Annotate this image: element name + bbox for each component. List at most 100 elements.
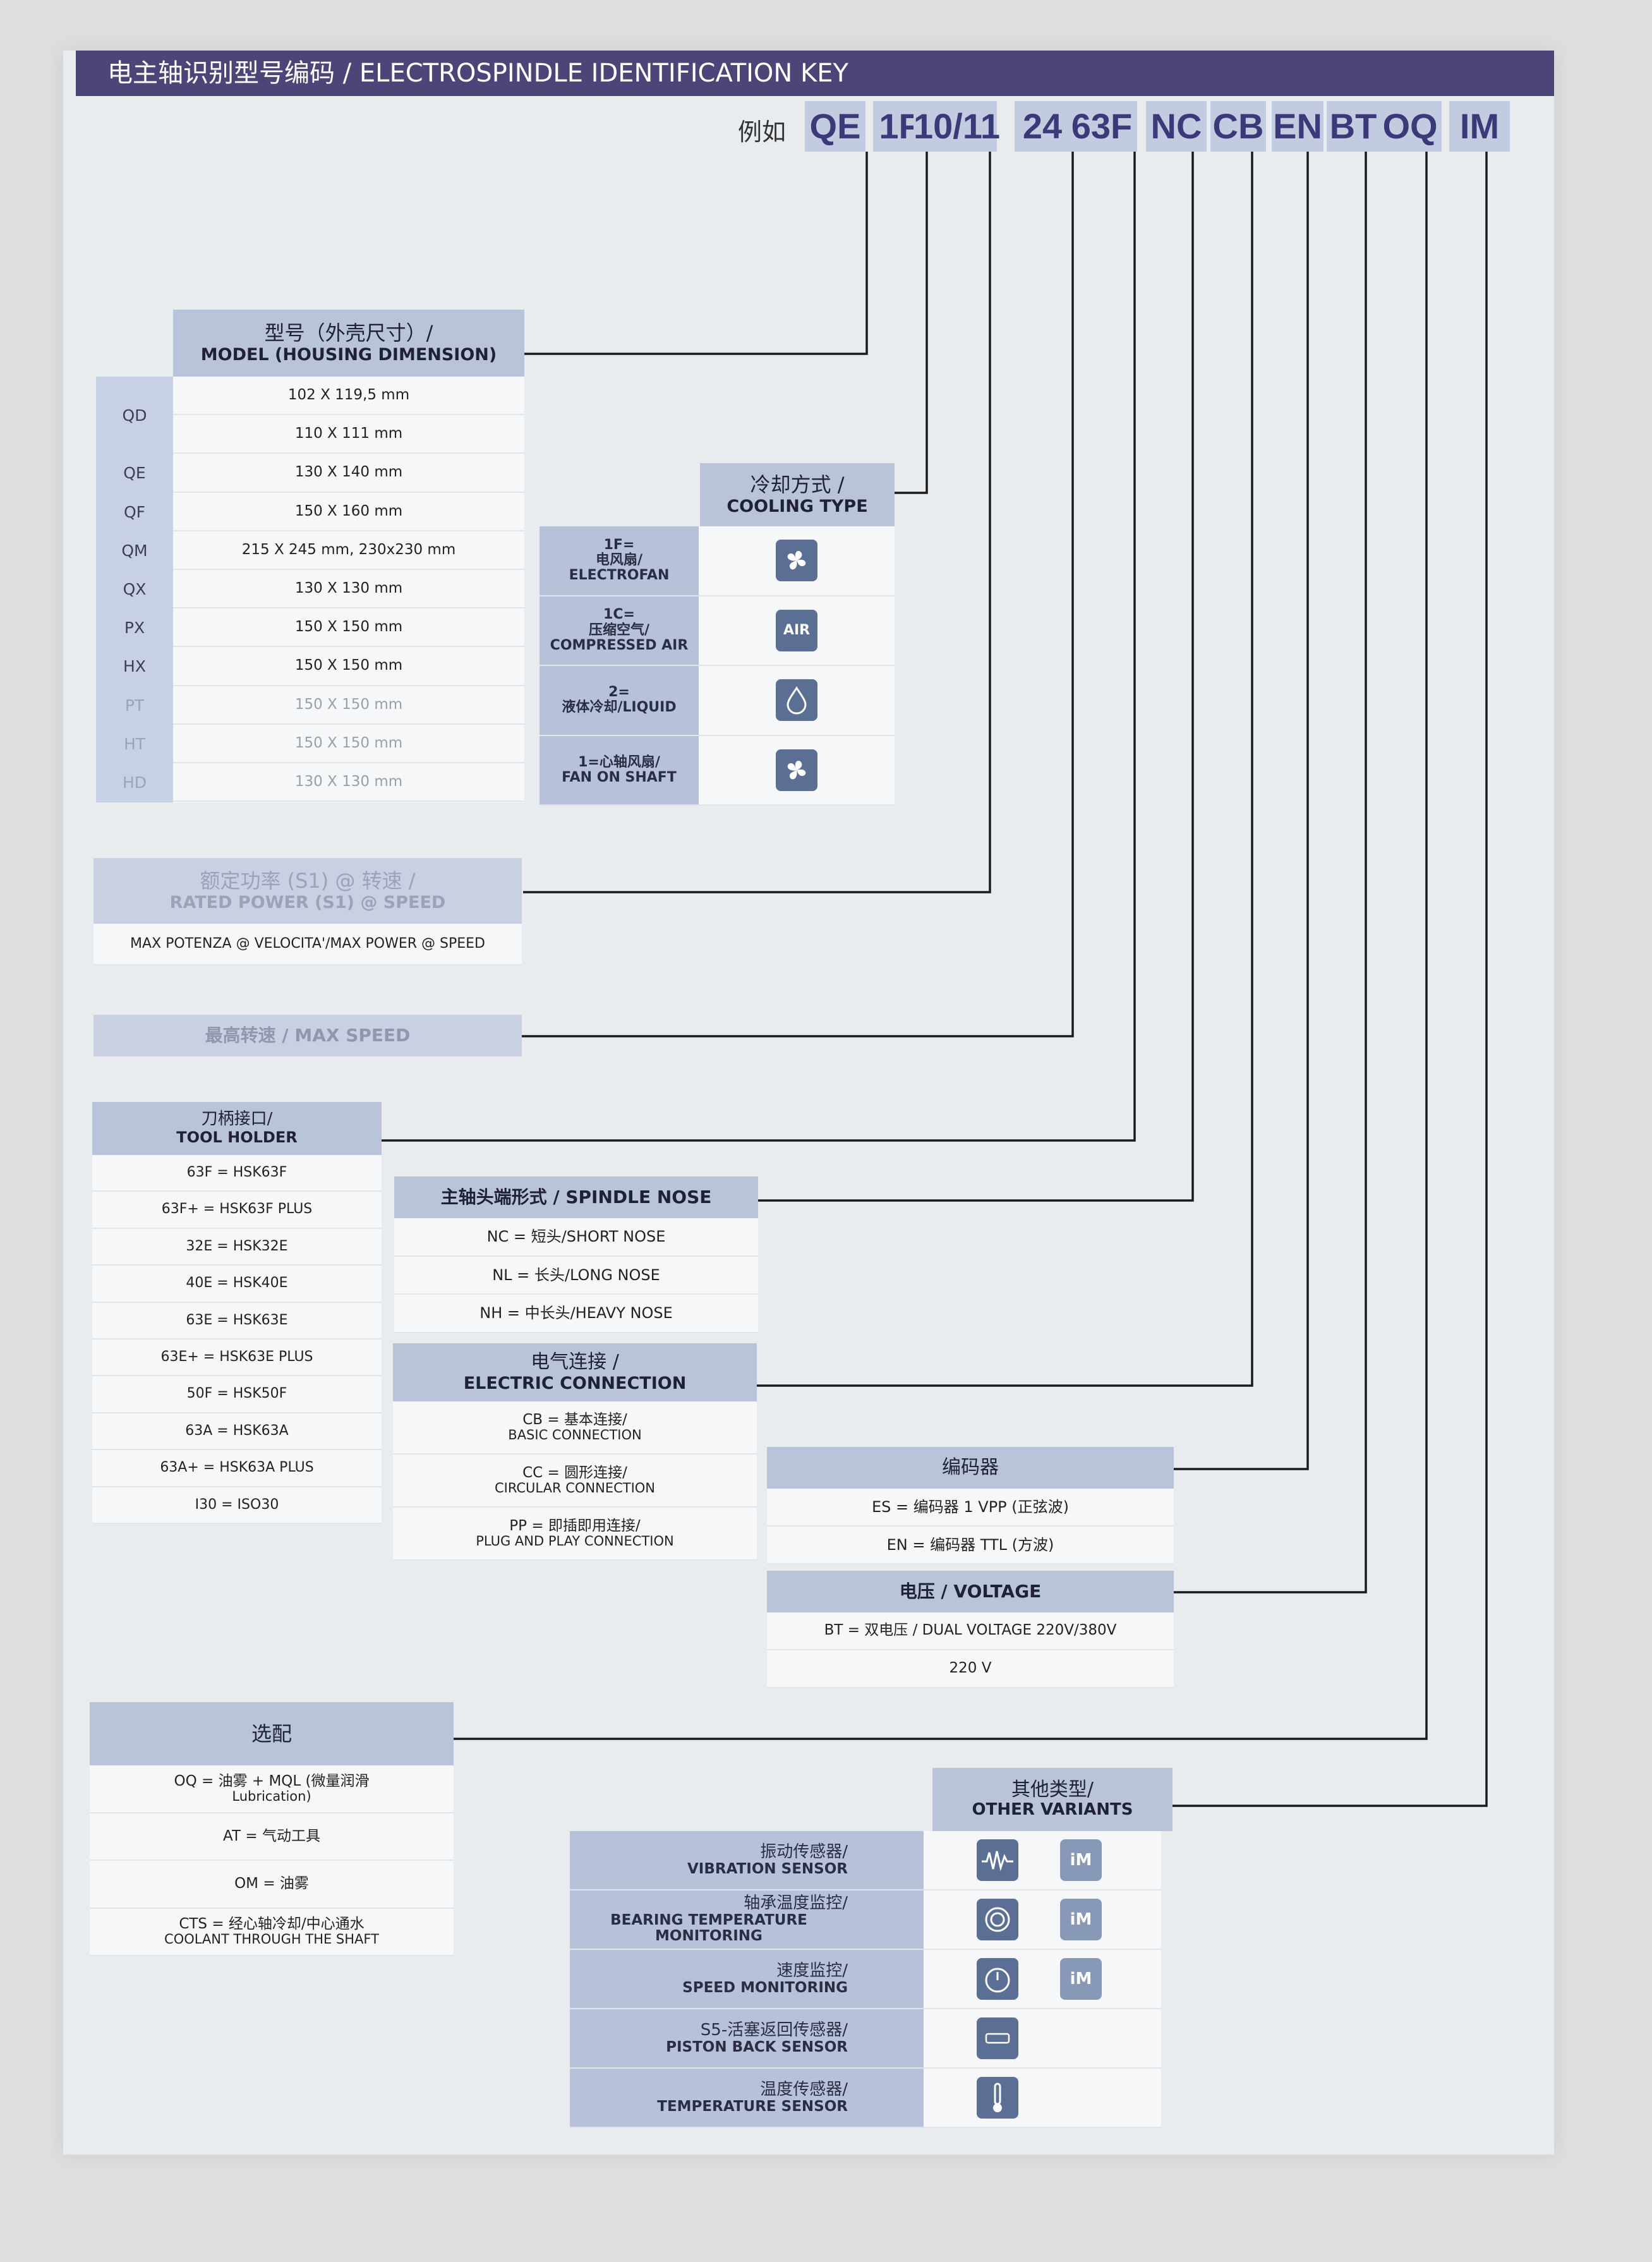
cooling-option-label: 1=心轴风扇/FAN ON SHAFT — [540, 736, 699, 806]
model-code-cell: QF — [123, 502, 146, 521]
tool-holder-option: 40E = HSK40E — [92, 1266, 382, 1303]
example-code-box: 10/11 — [913, 101, 1000, 152]
other-variant-en: VIBRATION SENSOR — [687, 1860, 848, 1877]
other-variants-header: 其他类型/ OTHER VARIANTS — [932, 1768, 1173, 1831]
cooling-header-cn: 冷却方式 / — [750, 473, 845, 497]
model-code-cell: QD — [122, 406, 147, 425]
line-spindle-nose — [757, 152, 1194, 1202]
other-variant-label: 轴承温度监控/BEARING TEMPERATURE MONITORING — [570, 1890, 924, 1950]
other-variant-en: PISTON BACK SENSOR — [666, 2038, 848, 2055]
rated-power-text: MAX POTENZA @ VELOCITA'/MAX POWER @ SPEE… — [93, 924, 522, 965]
other-variants-header-cn: 其他类型/ — [1011, 1778, 1094, 1801]
voltage-option: 220 V — [767, 1650, 1174, 1688]
line-rated-power — [523, 152, 991, 893]
other-variant-icons: iM — [924, 1831, 1161, 1890]
spindle-nose-header: 主轴头端形式 / SPINDLE NOSE — [394, 1176, 758, 1218]
im-logo-text: iM — [1070, 1909, 1092, 1929]
model-header: 型号（外壳尺寸）/ MODEL (HOUSING DIMENSION) — [173, 310, 524, 377]
max-speed-header: 最高转速 / MAX SPEED — [93, 1015, 522, 1056]
model-dimension-cell: 130 X 130 mm — [173, 763, 524, 802]
cooling-en: COMPRESSED AIR — [550, 637, 689, 653]
model-dimension-cell: 102 X 119,5 mm — [173, 377, 524, 416]
other-variant-label: S5-活塞返回传感器/PISTON BACK SENSOR — [570, 2009, 924, 2069]
other-variant-cn: S5-活塞返回传感器/ — [700, 2021, 848, 2040]
voltage-header: 电压 / VOLTAGE — [767, 1571, 1174, 1612]
other-variant-icons: iM — [924, 1950, 1161, 2009]
line-model — [524, 152, 868, 355]
model-code-cell: PX — [124, 619, 145, 638]
model-dimension-cell: 130 X 140 mm — [173, 454, 524, 493]
cooling-option-label: 2=液体冷却/LIQUID — [540, 666, 699, 736]
option-item-line1: AT = 气动工具 — [223, 1827, 320, 1844]
model-code-cell: HX — [123, 657, 146, 676]
cooling-header: 冷却方式 / COOLING TYPE — [700, 463, 895, 526]
example-code-box: NC — [1146, 101, 1207, 152]
voltage-option: BT = 双电压 / DUAL VOLTAGE 220V/380V — [767, 1612, 1174, 1650]
tool-holder-header-cn: 刀柄接口/ — [201, 1110, 273, 1129]
spindle-nose-option: NH = 中长头/HEAVY NOSE — [394, 1295, 758, 1333]
other-variant-cn: 速度监控/ — [776, 1961, 848, 1981]
piston-sensor-icon — [977, 2017, 1018, 2059]
tool-holder-option: 50F = HSK50F — [92, 1376, 382, 1413]
example-code-box: CB — [1210, 101, 1266, 152]
tool-holder-option: 63F+ = HSK63F PLUS — [92, 1192, 382, 1229]
cooling-icon-row: AIR — [699, 596, 895, 666]
model-dimension-cell: 150 X 150 mm — [173, 686, 524, 725]
electric-header-cn: 电气连接 / — [531, 1351, 619, 1374]
electric-option: CC = 圆形连接/CIRCULAR CONNECTION — [393, 1455, 757, 1508]
cooling-icon-row — [699, 736, 895, 806]
im-smart-sensor-icon: iM — [1060, 1958, 1102, 2000]
example-code-box: 63F — [1066, 101, 1137, 152]
other-variant-cn: 温度传感器/ — [760, 2080, 848, 2100]
other-variant-cn: 振动传感器/ — [760, 1842, 848, 1862]
model-code-cell: QE — [123, 464, 146, 483]
example-code-box: IM — [1449, 101, 1510, 152]
option-item-line2: Lubrication) — [232, 1788, 311, 1804]
bearing-temperature-icon — [977, 1899, 1018, 1940]
encoder-rows: ES = 编码器 1 VPP (正弦波)EN = 编码器 TTL (方波) — [767, 1489, 1174, 1564]
im-smart-sensor-icon: iM — [1060, 1899, 1102, 1940]
encoder-option: EN = 编码器 TTL (方波) — [767, 1527, 1174, 1564]
model-code-cell: HD — [122, 773, 147, 792]
cooling-cn: 电风扇/ — [595, 552, 643, 569]
electric-option: CB = 基本连接/BASIC CONNECTION — [393, 1401, 757, 1455]
tool-holder-option: I30 = ISO30 — [92, 1487, 382, 1524]
rated-power-header-en: RATED POWER (S1) @ SPEED — [169, 892, 446, 912]
electric-option-line2: CIRCULAR CONNECTION — [494, 1480, 656, 1496]
line-voltage — [1174, 152, 1367, 1594]
tool-holder-option: 63A = HSK63A — [92, 1413, 382, 1451]
electric-option-line2: BASIC CONNECTION — [508, 1427, 642, 1443]
other-variant-icons — [924, 2009, 1161, 2069]
cooling-icon-row — [699, 666, 895, 736]
vibration-sensor-icon — [977, 1839, 1018, 1881]
rated-power-header: 额定功率 (S1) @ 转速 / RATED POWER (S1) @ SPEE… — [93, 858, 522, 924]
example-code-box: EN — [1272, 101, 1323, 152]
other-variants-label-column: 振动传感器/VIBRATION SENSOR 轴承温度监控/BEARING TEM… — [570, 1831, 924, 2128]
other-variant-en: BEARING TEMPERATURE MONITORING — [610, 1912, 807, 1945]
cooling-cn: 液体冷却/LIQUID — [562, 699, 677, 716]
electric-option-line2: PLUG AND PLAY CONNECTION — [476, 1533, 674, 1549]
model-header-cn: 型号（外壳尺寸）/ — [264, 321, 433, 346]
line-cooling — [894, 152, 928, 494]
example-label: 例如 — [738, 118, 787, 146]
electric-option-line1: CC = 圆形连接/ — [522, 1464, 627, 1481]
rated-power-row: MAX POTENZA @ VELOCITA'/MAX POWER @ SPEE… — [93, 924, 522, 965]
other-variant-icons — [924, 2069, 1161, 2128]
options-header: 选配 — [90, 1702, 454, 1765]
air-icon-label: AIR — [783, 622, 811, 638]
option-item: AT = 气动工具 — [90, 1813, 454, 1861]
cooling-icon-row — [699, 526, 895, 596]
rated-power-header-cn: 额定功率 (S1) @ 转速 / — [200, 869, 416, 893]
other-variant-label: 速度监控/SPEED MONITORING — [570, 1950, 924, 2009]
model-dimension-cell: 150 X 160 mm — [173, 493, 524, 531]
other-variants-icon-column: iM iM iM — [924, 1831, 1161, 2128]
cooling-option-label: 1C=压缩空气/COMPRESSED AIR — [540, 596, 699, 666]
cooling-cn: 压缩空气/ — [588, 622, 650, 638]
model-code-cell: QM — [121, 541, 148, 560]
example-code-box: QE — [805, 101, 865, 152]
